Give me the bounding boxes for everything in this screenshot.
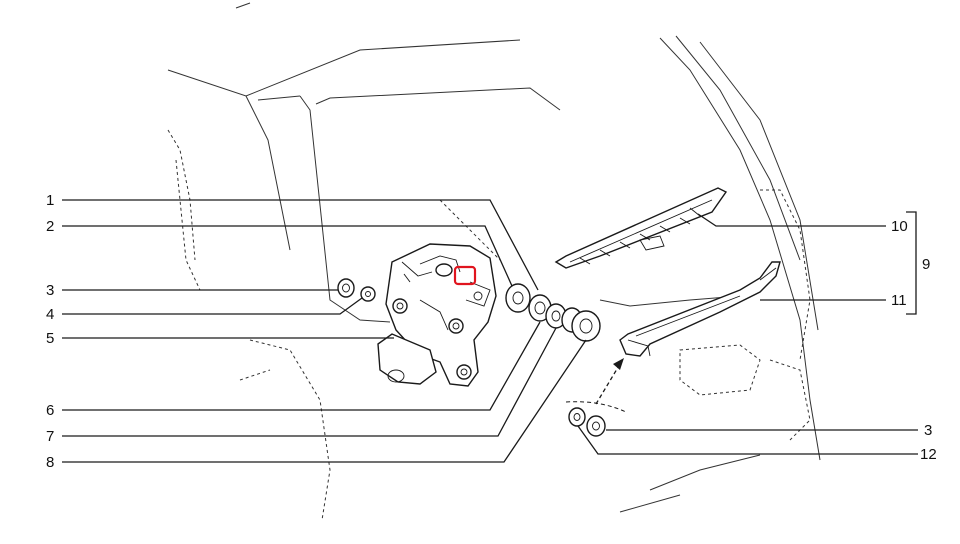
callout-3-right: 3 — [924, 422, 932, 439]
callout-10: 10 — [891, 218, 908, 235]
highlight-marker — [453, 265, 477, 286]
callout-3-left: 3 — [46, 282, 54, 299]
leader-1 — [62, 199, 539, 291]
leader-4 — [62, 297, 363, 315]
callout-2: 2 — [46, 218, 54, 235]
wiper-arm — [619, 261, 781, 357]
leader-12 — [577, 425, 918, 455]
leader-2 — [62, 225, 513, 287]
wiper-motor — [377, 243, 497, 387]
leader-8 — [62, 339, 587, 463]
callout-12: 12 — [920, 446, 937, 463]
callout-9: 9 — [922, 256, 930, 273]
bracket-9 — [906, 211, 917, 315]
callout-4: 4 — [46, 306, 54, 323]
washer-right — [568, 407, 586, 427]
nut-right — [586, 415, 606, 437]
nut-8 — [561, 307, 601, 342]
assembly-arrow — [565, 358, 627, 413]
leader-7 — [62, 327, 557, 437]
callout-1: 1 — [46, 192, 54, 209]
leader-10 — [697, 213, 886, 227]
callout-5: 5 — [46, 330, 54, 347]
seal-2 — [505, 283, 531, 313]
callout-11: 11 — [891, 292, 907, 309]
washer-left — [360, 286, 376, 302]
leader-lines — [62, 199, 918, 463]
callout-6: 6 — [46, 402, 54, 419]
nut-left — [337, 278, 355, 298]
callout-7: 7 — [46, 428, 54, 445]
wiper-blade — [554, 187, 728, 269]
leader-6 — [62, 321, 541, 411]
callout-8: 8 — [46, 454, 54, 471]
callout-labels: 1 2 3 4 5 6 7 8 10 9 11 3 12 — [46, 192, 937, 471]
car-body-outline — [167, 2, 821, 521]
